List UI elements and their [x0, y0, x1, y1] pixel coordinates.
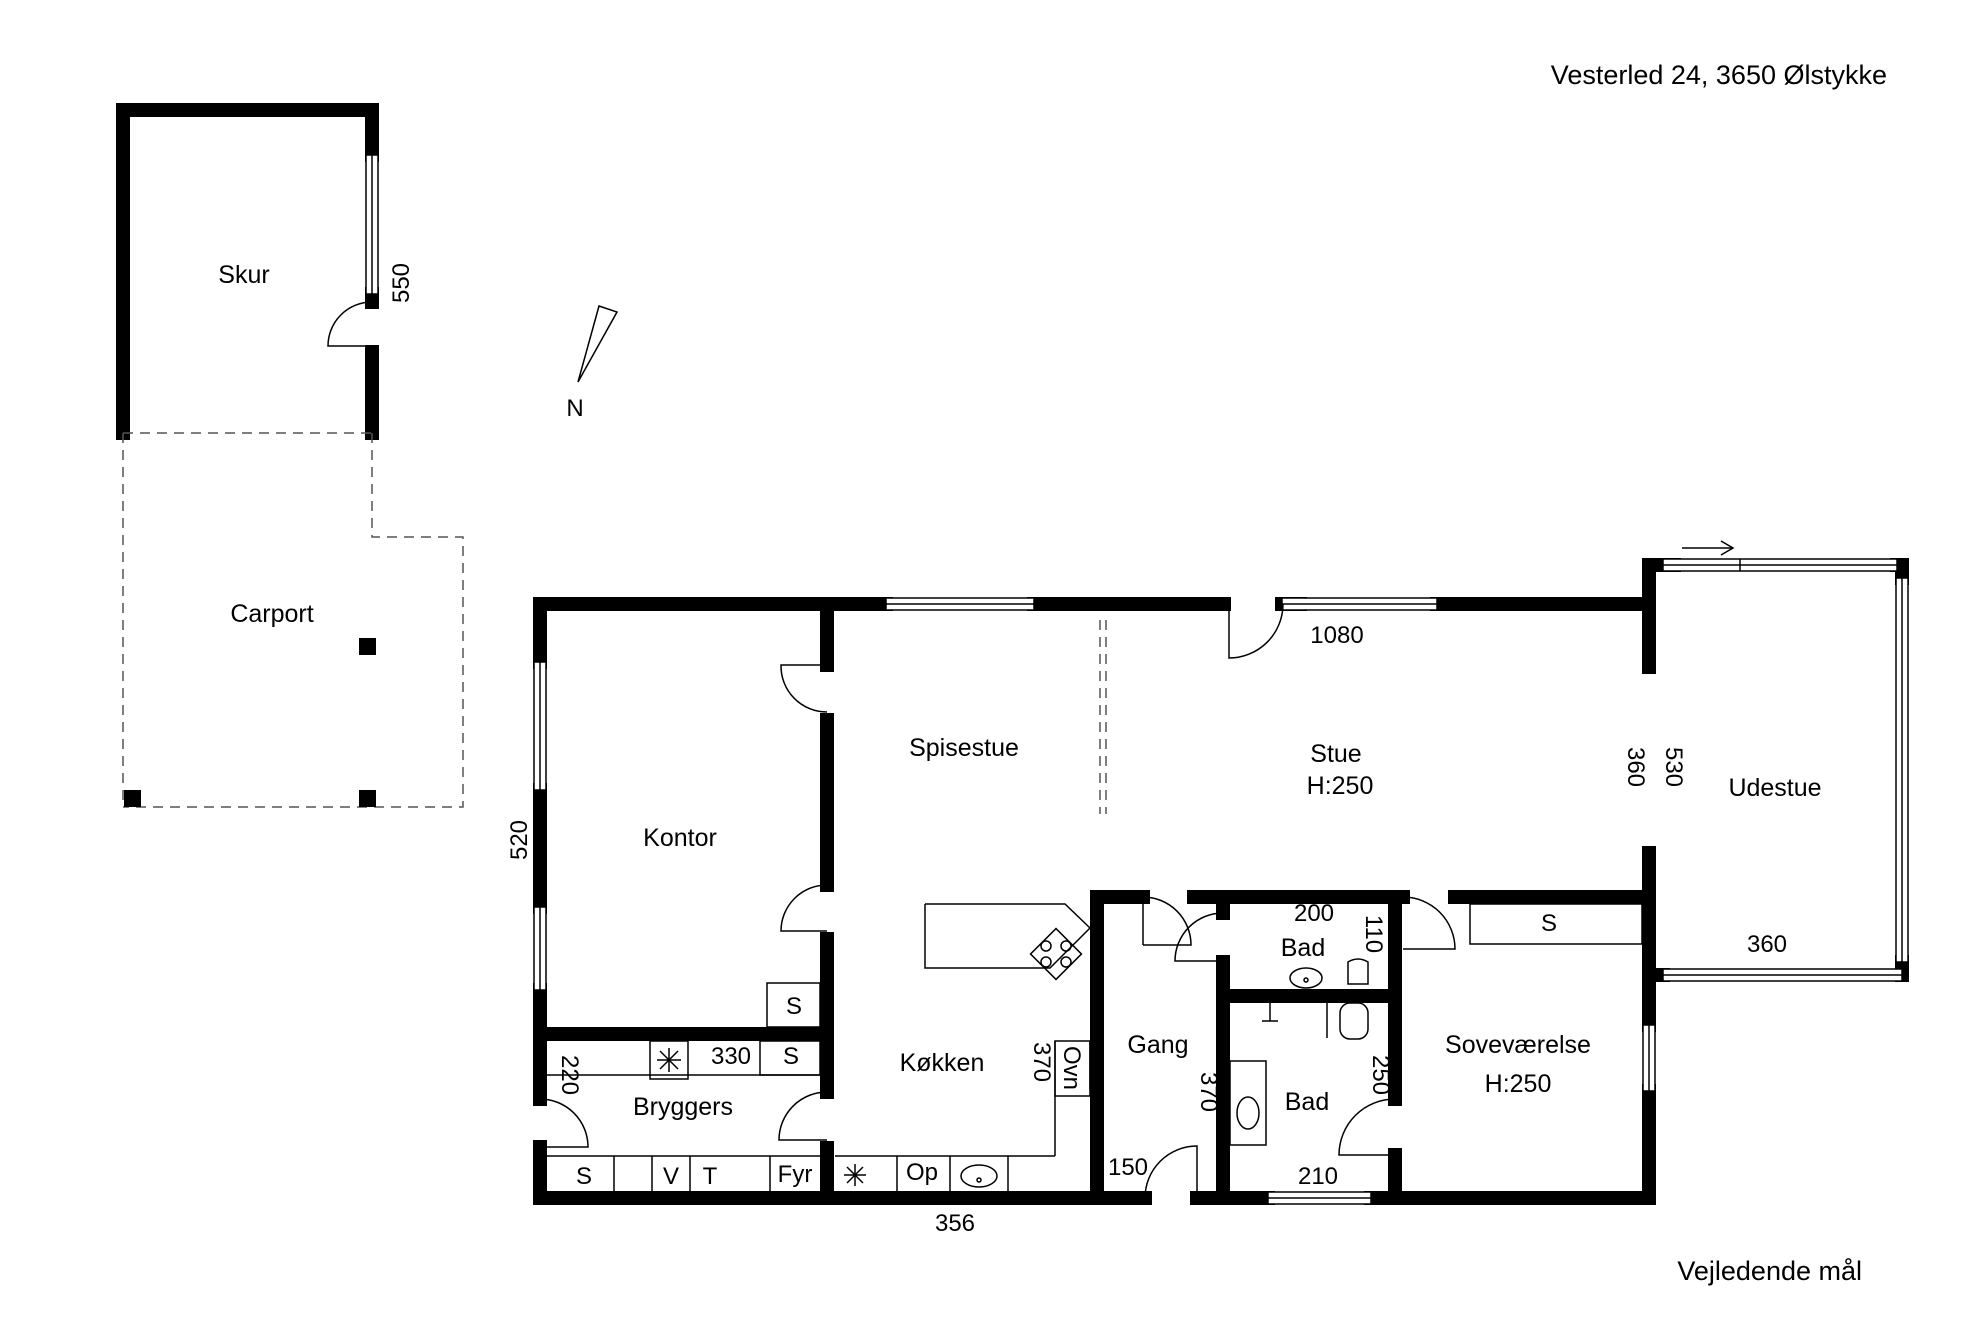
room-label-bad-lower: Bad	[1285, 1088, 1329, 1116]
shed-door	[327, 301, 373, 347]
dimension-bad-250: 250	[1367, 1055, 1394, 1095]
room-height-sovevaerelse: H:250	[1485, 1070, 1552, 1098]
dimension-kontor-520: 520	[506, 820, 533, 860]
fixture-label-s-sovevaerelse: S	[1541, 910, 1557, 937]
kitchen-counters	[547, 903, 1092, 1192]
house-windows	[533, 597, 1656, 1205]
bathroom-fixtures	[1229, 903, 1643, 1146]
fixture-label-s-bryggers: S	[783, 1043, 799, 1070]
room-label-udestue: Udestue	[1728, 774, 1821, 802]
dimension-bryggers-330: 330	[711, 1043, 751, 1070]
dimension-gang-370: 370	[1195, 1072, 1222, 1112]
carport-post	[359, 790, 376, 807]
dimension-bryggers-220: 220	[556, 1055, 583, 1095]
dimension-udestue-360-vertical: 360	[1622, 747, 1649, 787]
carport-post	[124, 790, 141, 807]
sliding-door-arrow-icon	[1682, 540, 1735, 556]
fixture-label-s-bottom: S	[576, 1163, 592, 1190]
fixture-label-op: Op	[906, 1159, 938, 1186]
carport-outline	[122, 432, 464, 808]
room-label-skur: Skur	[218, 261, 269, 289]
fixture-label-t: T	[703, 1163, 718, 1190]
room-label-carport: Carport	[230, 600, 313, 628]
room-label-spisestue: Spisestue	[909, 734, 1019, 762]
room-label-gang: Gang	[1127, 1031, 1188, 1059]
dimension-udestue-530: 530	[1660, 747, 1687, 787]
room-label-sovevaerelse: Soveværelse	[1445, 1031, 1591, 1059]
dimension-gang-150: 150	[1108, 1154, 1148, 1181]
carport-post	[359, 638, 376, 655]
dimension-bottom-356: 356	[935, 1210, 975, 1237]
address-title: Vesterled 24, 3650 Ølstykke	[1551, 60, 1887, 90]
north-label: N	[566, 395, 583, 422]
udestue-glazing	[1662, 558, 1909, 982]
dimension-bad-210: 210	[1298, 1163, 1338, 1190]
fan-icon	[844, 1164, 866, 1186]
north-arrow-icon	[577, 305, 619, 383]
dimension-bad-110: 110	[1360, 915, 1387, 953]
dimension-bad-200: 200	[1294, 900, 1334, 927]
dimension-kokken-370: 370	[1028, 1042, 1055, 1082]
room-label-bad-upper: Bad	[1281, 934, 1325, 962]
room-height-stue: H:250	[1307, 772, 1374, 800]
room-label-stue: Stue	[1310, 740, 1361, 768]
room-label-bryggers: Bryggers	[633, 1093, 733, 1121]
fixture-label-fyr: Fyr	[778, 1161, 813, 1188]
dimension-udestue-360-horizontal: 360	[1747, 931, 1787, 958]
room-label-kokken: Køkken	[900, 1049, 985, 1077]
fan-icon	[657, 1048, 681, 1072]
fixture-label-v: V	[663, 1163, 679, 1190]
dimension-skur-550: 550	[388, 263, 415, 303]
door-swings	[539, 603, 1456, 1199]
dimension-stue-1080: 1080	[1310, 622, 1363, 649]
interior-walls	[533, 597, 1656, 1205]
room-label-kontor: Kontor	[643, 824, 717, 852]
disclaimer-note: Vejledende mål	[1677, 1256, 1862, 1286]
shed-walls	[116, 103, 379, 440]
fixture-label-ovn: Ovn	[1058, 1046, 1085, 1090]
fixture-label-s-kontor: S	[786, 993, 802, 1020]
